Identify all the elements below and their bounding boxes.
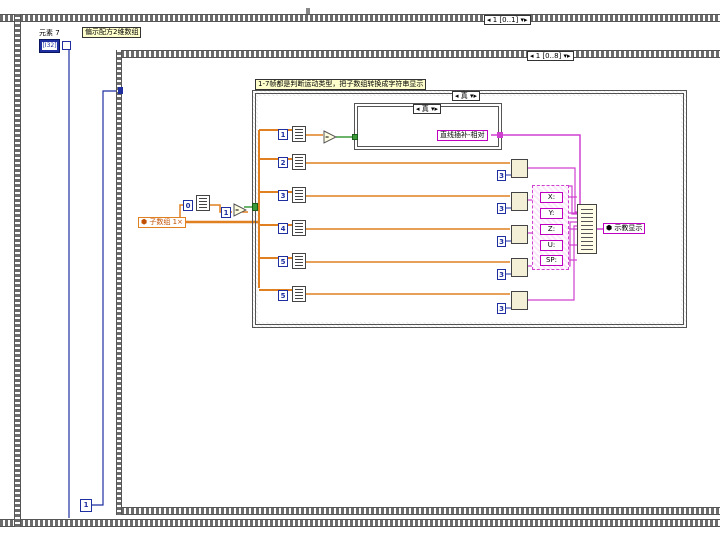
index-array-node-5[interactable] <box>292 253 306 269</box>
format-node-2[interactable] <box>511 192 528 211</box>
label-const-1[interactable]: 3 <box>497 170 506 181</box>
index-const-0[interactable]: 0 <box>183 200 193 211</box>
index-array-node-2[interactable] <box>292 154 306 170</box>
index-array-node-3[interactable] <box>292 187 306 203</box>
case-prev-icon[interactable]: ◂ <box>455 92 459 100</box>
output-indicator-icon: ⬢ <box>606 224 613 232</box>
outer-frame-tab <box>306 8 310 14</box>
inner-case-dropdown-icon[interactable]: ▾ <box>430 105 435 113</box>
case-next-icon[interactable]: ▸ <box>473 92 478 100</box>
inner-sequence-selector[interactable]: ◂ 1 [0..8] ▾▸ <box>527 51 574 61</box>
index-const-r1[interactable]: 1 <box>278 129 288 140</box>
output-indicator-label: 示教显示 <box>614 224 643 232</box>
case-selector-label: 真 <box>460 92 468 100</box>
index-const-r5[interactable]: 5 <box>278 256 288 267</box>
index-const-r2[interactable]: 2 <box>278 157 288 168</box>
label-const-4[interactable]: 3 <box>497 269 506 280</box>
label-const-5[interactable]: 3 <box>497 303 506 314</box>
case-output-tunnel <box>497 132 503 138</box>
index-array-node-left[interactable] <box>196 195 210 211</box>
motion-string-const[interactable]: 直线插补-相对 <box>437 130 488 141</box>
axis-label-sp[interactable]: SP: <box>540 255 563 266</box>
case-border-texture <box>252 90 687 328</box>
outer-frame-top <box>0 14 720 22</box>
loop-count-value: 1 <box>80 499 92 512</box>
inner-frame-left <box>116 50 122 515</box>
concatenate-strings-node[interactable] <box>577 204 597 254</box>
case-selector[interactable]: ◂ 真 ▾▸ <box>452 91 481 101</box>
format-node-1[interactable] <box>511 159 528 178</box>
outer-next-icon[interactable]: ▸ <box>524 16 528 24</box>
svg-text:=: = <box>325 135 329 141</box>
inner-dropdown-icon[interactable]: ▾ <box>563 52 567 60</box>
element-const-value: [I32] <box>42 42 57 50</box>
index-array-node-6[interactable] <box>292 286 306 302</box>
label-const-2[interactable]: 3 <box>497 203 506 214</box>
inner-prev-icon[interactable]: ◂ <box>530 52 534 60</box>
case-selector-tunnel <box>252 203 258 211</box>
index-const-r4[interactable]: 4 <box>278 223 288 234</box>
loop-count-const[interactable]: 1 <box>80 499 92 512</box>
outer-selector-label: 1 [0..1] <box>492 16 519 24</box>
outer-frame-bottom <box>0 519 720 527</box>
inner-case-selector-label: 真 <box>421 105 429 113</box>
case-selector-terminal <box>352 134 358 140</box>
inner-case-selector[interactable]: ◂ 真 ▾▸ <box>413 104 442 114</box>
case-dropdown-icon[interactable]: ▾ <box>469 92 474 100</box>
format-node-4[interactable] <box>511 258 528 277</box>
format-node-3[interactable] <box>511 225 528 244</box>
comment-top: 偏示配方2维数组 <box>82 27 142 38</box>
compare-icon[interactable]: = <box>323 130 337 144</box>
inner-next-icon[interactable]: ▸ <box>567 52 571 60</box>
index-const-r6[interactable]: 5 <box>278 290 288 301</box>
element-array-const[interactable]: [I32] <box>39 39 60 53</box>
axis-label-u[interactable]: U: <box>540 240 563 251</box>
axis-label-y[interactable]: Y: <box>540 208 563 219</box>
outer-frame-left <box>14 14 21 527</box>
svg-text:=: = <box>235 208 239 214</box>
tunnel-icon <box>62 41 71 50</box>
case-comment: 1-7帧都是判断运动类型，把子数组转换成字符串显示 <box>255 79 427 90</box>
sub-array-icon: ⬢ <box>141 218 148 226</box>
outer-sequence-selector[interactable]: ◂ 1 [0..1] ▾▸ <box>484 15 531 25</box>
inner-selector-label: 1 [0..8] <box>535 52 562 60</box>
sub-array-suffix: 1× <box>172 218 183 226</box>
outer-dropdown-icon[interactable]: ▾ <box>520 16 524 24</box>
label-const-3[interactable]: 3 <box>497 236 506 247</box>
inner-tunnel-icon <box>118 87 123 94</box>
output-indicator[interactable]: ⬢ 示教显示 <box>603 223 646 234</box>
axis-label-z[interactable]: Z: <box>540 224 563 235</box>
index-const-r3[interactable]: 3 <box>278 190 288 201</box>
inner-case-next-icon[interactable]: ▸ <box>434 105 439 113</box>
index-array-node-4[interactable] <box>292 220 306 236</box>
outer-prev-icon[interactable]: ◂ <box>487 16 491 24</box>
index-const-1[interactable]: 1 <box>221 207 231 218</box>
inner-case-prev-icon[interactable]: ◂ <box>416 105 420 113</box>
index-array-node-1[interactable] <box>292 126 306 142</box>
format-node-5[interactable] <box>511 291 528 310</box>
sub-array-control[interactable]: ⬢ 子数组 1× <box>138 217 186 228</box>
equal-compare-icon[interactable]: = <box>233 203 247 217</box>
inner-frame-bottom <box>116 507 720 515</box>
element-label: 元素 7 <box>39 29 60 37</box>
sub-array-label: 子数组 <box>149 218 171 226</box>
inner-frame-top <box>116 50 720 58</box>
axis-label-x[interactable]: X: <box>540 192 563 203</box>
